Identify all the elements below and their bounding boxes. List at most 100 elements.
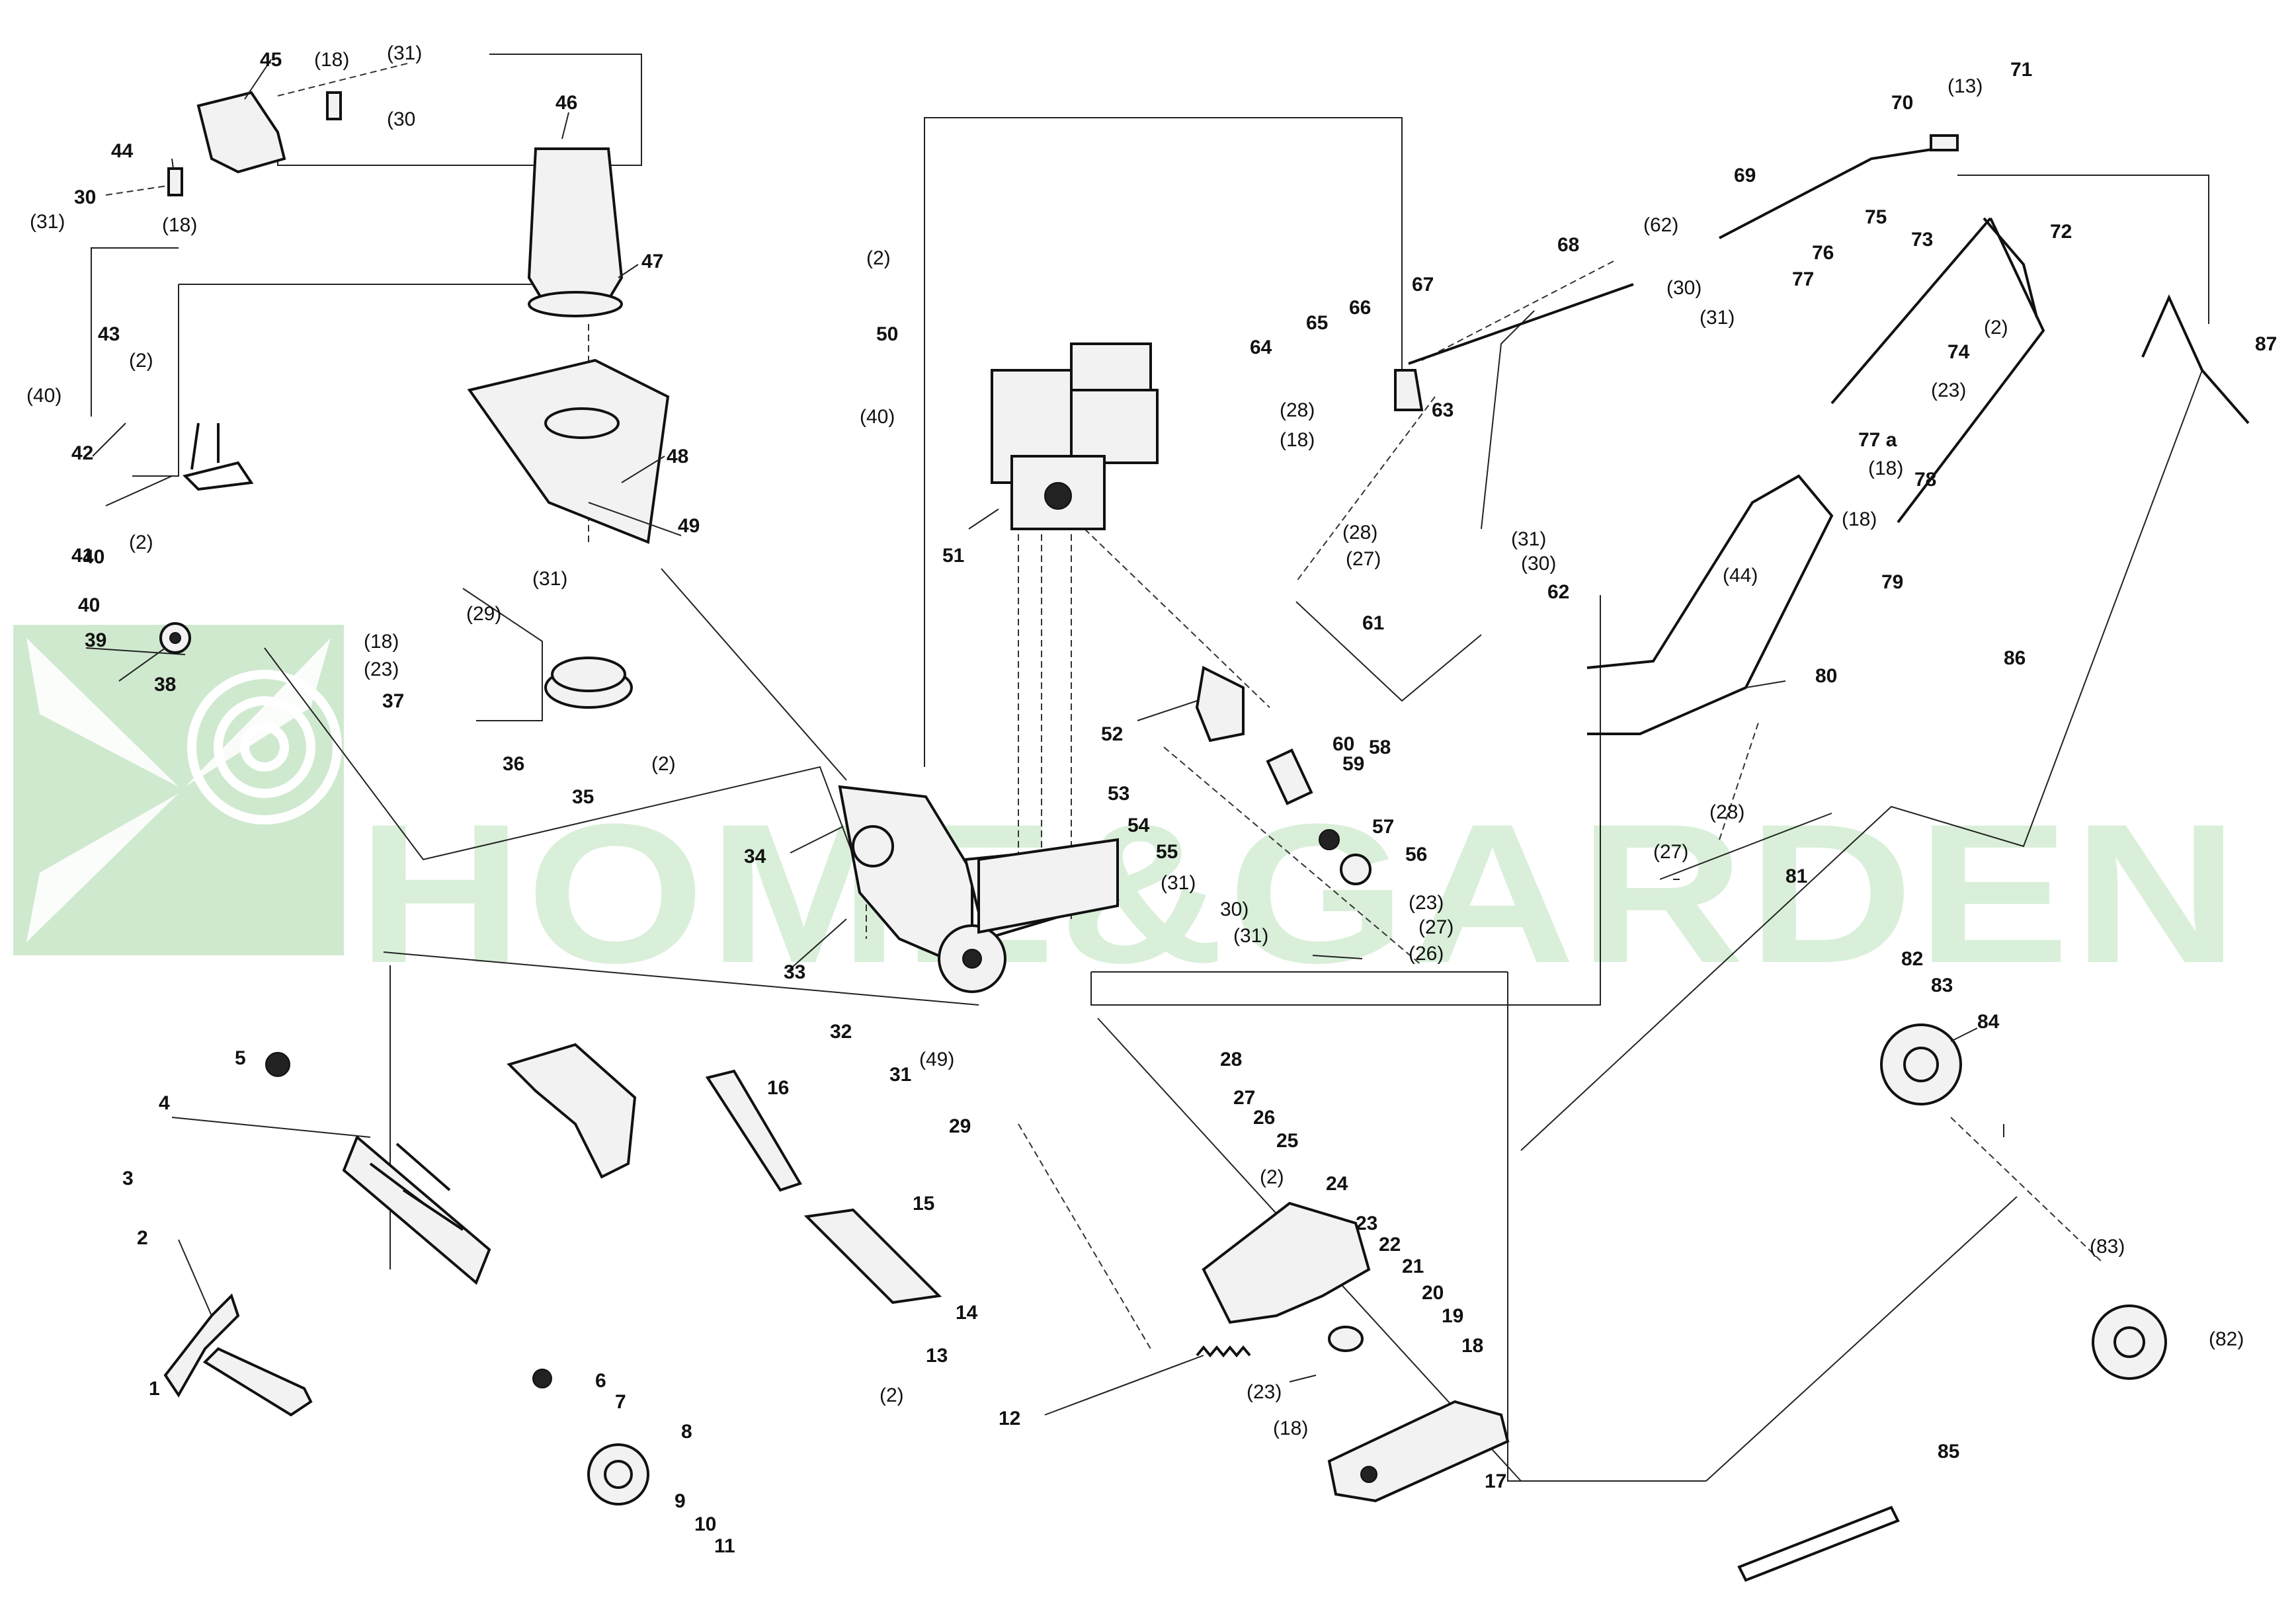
part-label: 54	[1128, 815, 1150, 836]
ref-label: (2)	[1260, 1166, 1284, 1188]
ref-label: (23)	[1931, 380, 1966, 401]
chute-base-part	[528, 291, 623, 317]
part-label: 42	[71, 442, 93, 464]
part-label: 15	[913, 1193, 934, 1215]
part-label: 38	[154, 674, 176, 696]
ref-label: (28)	[1342, 522, 1377, 543]
ref-label: (31)	[532, 568, 567, 590]
part-label: 64	[1250, 337, 1272, 358]
part-label: 32	[830, 1021, 852, 1043]
part-label: 26	[1253, 1107, 1275, 1129]
part-label: 30	[74, 186, 96, 208]
part-label: 7	[615, 1391, 626, 1413]
part-label: 37	[382, 690, 404, 712]
part-label: 29	[949, 1115, 971, 1137]
part-label: 77 a	[1858, 429, 1897, 451]
ref-label: (2)	[129, 350, 153, 372]
shaft-sleeve-part	[1266, 748, 1313, 805]
ref-label: (2)	[129, 532, 153, 553]
connection-lines	[85, 54, 2209, 1482]
control-rod-part	[2141, 294, 2250, 424]
leader-lines	[92, 59, 1978, 1416]
ref-label: (28)	[1709, 801, 1744, 823]
engine-part	[991, 342, 1159, 530]
part-label: 39	[85, 629, 106, 651]
ref-label: (23)	[1409, 892, 1444, 914]
part-label: 68	[1557, 234, 1579, 256]
ref-label: (2)	[866, 247, 891, 269]
part-label: 40	[83, 546, 104, 568]
pulley-nut-part	[1319, 829, 1340, 850]
ref-label: (30)	[1521, 553, 1556, 575]
part-label: 49	[678, 515, 700, 537]
part-label: 75	[1865, 206, 1887, 228]
part-label: 51	[942, 545, 964, 567]
scraper-plate-part	[803, 1208, 942, 1304]
drive-belt-part	[1737, 1505, 1900, 1582]
ref-label: (27)	[1346, 548, 1381, 570]
part-label: 13	[926, 1345, 948, 1367]
part-label: 74	[1948, 341, 1970, 363]
ref-label: (18)	[1842, 508, 1877, 530]
chute-guard-part	[467, 358, 670, 544]
ref-label: 30)	[1220, 899, 1249, 920]
part-label: 6	[595, 1370, 606, 1392]
shift-rod-part	[1408, 283, 1634, 365]
part-label: 4	[159, 1092, 170, 1114]
ref-label: (31)	[1700, 307, 1735, 329]
part-label: 2	[137, 1227, 148, 1249]
small-wheel-part	[587, 1443, 649, 1505]
ref-label: (31)	[30, 211, 65, 233]
part-label: 31	[889, 1064, 911, 1086]
part-labels: 1 2 3 4 5 6 7 8 9 10 11 12 13 14 15 16 1…	[71, 49, 2277, 1557]
belt-guard-hole	[1360, 1466, 1377, 1483]
part-label: 5	[235, 1047, 246, 1069]
part-label: 59	[1342, 753, 1364, 775]
part-label: 81	[1785, 865, 1807, 887]
ref-label: (82)	[2209, 1328, 2244, 1350]
auger-part	[342, 1135, 491, 1285]
part-label: 66	[1349, 297, 1371, 319]
part-label: 34	[744, 846, 766, 867]
part-label: 12	[999, 1408, 1020, 1429]
part-label: 10	[694, 1513, 716, 1535]
handle-upper-part	[1830, 217, 2045, 524]
pulley-part	[1340, 854, 1372, 885]
part-label: 77	[1792, 268, 1814, 290]
crank-bracket-part	[183, 422, 254, 491]
part-label: 73	[1911, 229, 1933, 251]
belt-cover-part	[1202, 1201, 1371, 1324]
part-label: 56	[1405, 844, 1427, 865]
watermark-text: HOME&GARDEN	[357, 782, 2242, 1004]
ref-label: (31)	[1511, 528, 1546, 550]
part-label: 62	[1547, 581, 1569, 603]
chute-ring-top	[551, 657, 626, 692]
part-label: 80	[1815, 665, 1837, 687]
discharge-chute-part	[527, 147, 624, 312]
ref-label: (18)	[162, 214, 197, 236]
part-label: 84	[1977, 1011, 2000, 1033]
ref-label: (23)	[364, 659, 399, 680]
part-label: 19	[1442, 1305, 1463, 1327]
ref-label: (30)	[1666, 277, 1702, 299]
part-label: 71	[2010, 59, 2032, 81]
part-label: 22	[1379, 1234, 1401, 1256]
ref-label: (2)	[651, 753, 676, 775]
ref-label: (13)	[1948, 75, 1983, 97]
chute-guard-hole	[544, 407, 620, 439]
part-label: 55	[1156, 841, 1178, 863]
part-label: 17	[1485, 1470, 1506, 1492]
part-label: 45	[260, 49, 282, 71]
ref-label: (18)	[1868, 458, 1903, 479]
part-label: 9	[675, 1490, 686, 1512]
spring-part	[1196, 1345, 1251, 1358]
part-label: 61	[1362, 612, 1384, 634]
ref-label: (18)	[364, 631, 399, 653]
part-label: 35	[572, 786, 594, 808]
part-label: 25	[1276, 1130, 1298, 1152]
part-label: 48	[667, 446, 688, 467]
part-label: 86	[2004, 647, 2026, 669]
worm-bearing-inner	[169, 632, 181, 644]
ref-label: (49)	[919, 1049, 954, 1070]
